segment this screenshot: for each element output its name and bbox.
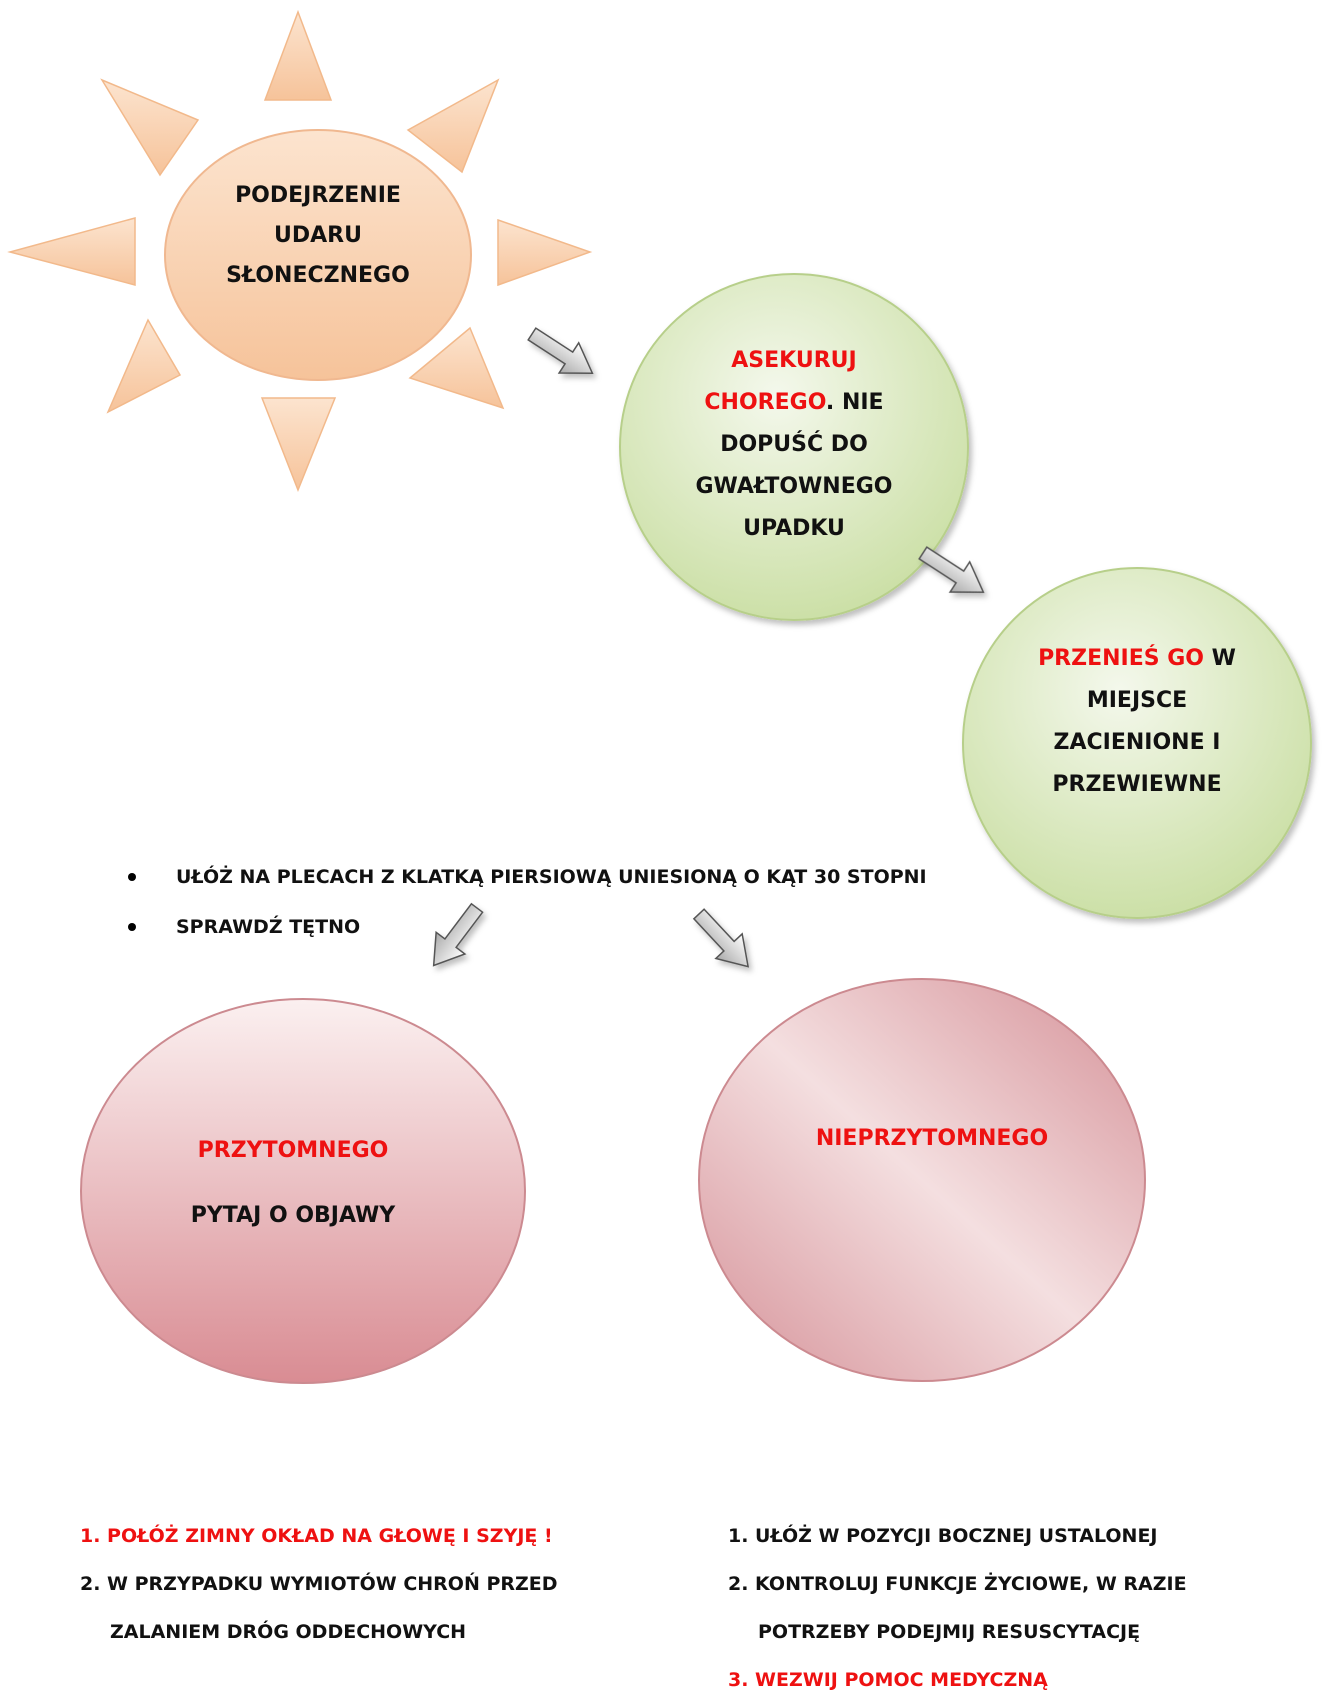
step-przenies-line: PRZEWIEWNE <box>1052 772 1222 797</box>
sun-circle <box>164 129 472 381</box>
step-asekuruj-red-line: CHOREGO <box>704 390 826 415</box>
step-przenies-line: ZACIENIONE I <box>1053 730 1221 755</box>
unconscious-step: POTRZEBY PODEJMIJ RESUSCYTACJĘ <box>758 1621 1141 1643</box>
sun-ray <box>7 217 136 286</box>
bullet-list: UŁÓŻ NA PLECACH Z KLATKĄ PIERSIOWĄ UNIES… <box>128 852 927 952</box>
step-asekuruj-label: ASEKURUJ CHOREGO. NIE DOPUŚĆ DO GWAŁTOWN… <box>654 340 934 550</box>
step-przenies-red: PRZENIEŚ GO <box>1038 646 1204 671</box>
step-przenies-line: MIEJSCE <box>1086 688 1188 713</box>
unconscious-step: 2. KONTROLUJ FUNKCJE ŻYCIOWE, W RAZIE <box>728 1573 1187 1595</box>
conscious-circle <box>80 998 526 1384</box>
sun-ray <box>497 218 593 287</box>
conscious-subtitle: PYTAJ O OBJAWY <box>190 1203 396 1228</box>
conscious-title: PRZYTOMNEGO <box>197 1138 389 1163</box>
sun-ray <box>406 78 500 174</box>
sun-ray <box>106 318 182 414</box>
sun-ray <box>100 78 200 177</box>
sun-ray <box>260 397 337 493</box>
conscious-step: 1. POŁÓŻ ZIMNY OKŁAD NA GŁOWĘ I SZYJĘ ! <box>80 1525 553 1547</box>
conscious-steps: 1. POŁÓŻ ZIMNY OKŁAD NA GŁOWĘ I SZYJĘ ! … <box>80 1512 558 1656</box>
bullet-dot-icon <box>128 923 136 931</box>
step-asekuruj-line: UPADKU <box>743 516 845 541</box>
step-asekuruj-circle <box>619 273 969 621</box>
sun-label-line: UDARU <box>274 223 362 248</box>
step-przenies-circle <box>962 567 1312 919</box>
bullet-text: UŁÓŻ NA PLECACH Z KLATKĄ PIERSIOWĄ UNIES… <box>176 866 927 888</box>
sun-ray <box>408 326 505 410</box>
bullet-item: SPRAWDŹ TĘTNO <box>128 902 927 952</box>
step-przenies-rest: W <box>1204 646 1236 671</box>
sun-rays <box>7 9 593 493</box>
unconscious-steps: 1. UŁÓŻ W POZYCJI BOCZNEJ USTALONEJ 2. K… <box>728 1512 1187 1704</box>
bullet-dot-icon <box>128 873 136 881</box>
sun-label-line: PODEJRZENIE <box>235 183 401 208</box>
arrow-down-right-icon <box>521 318 603 390</box>
unconscious-step: 1. UŁÓŻ W POZYCJI BOCZNEJ USTALONEJ <box>728 1525 1158 1547</box>
step-asekuruj-line: DOPUŚĆ DO <box>720 432 868 457</box>
step-asekuruj-rest: . NIE <box>825 390 884 415</box>
sun-ray <box>263 9 333 101</box>
step-asekuruj-red-line: ASEKURUJ <box>731 348 857 373</box>
bullet-text: SPRAWDŹ TĘTNO <box>176 916 361 938</box>
unconscious-title: NIEPRZYTOMNEGO <box>815 1126 1049 1151</box>
unconscious-circle <box>698 978 1146 1382</box>
sun-label: PODEJRZENIE UDARU SŁONECZNEGO <box>198 176 438 296</box>
step-przenies-label: PRZENIEŚ GO W MIEJSCE ZACIENIONE I PRZEW… <box>997 638 1277 806</box>
sun-label-line: SŁONECZNEGO <box>226 263 410 288</box>
conscious-step: ZALANIEM DRÓG ODDECHOWYCH <box>110 1621 467 1643</box>
bullet-item: UŁÓŻ NA PLECACH Z KLATKĄ PIERSIOWĄ UNIES… <box>128 852 927 902</box>
conscious-step: 2. W PRZYPADKU WYMIOTÓW CHROŃ PRZED <box>80 1573 558 1595</box>
step-asekuruj-line: GWAŁTOWNEGO <box>695 474 893 499</box>
unconscious-step: 3. WEZWIJ POMOC MEDYCZNĄ <box>728 1669 1048 1691</box>
